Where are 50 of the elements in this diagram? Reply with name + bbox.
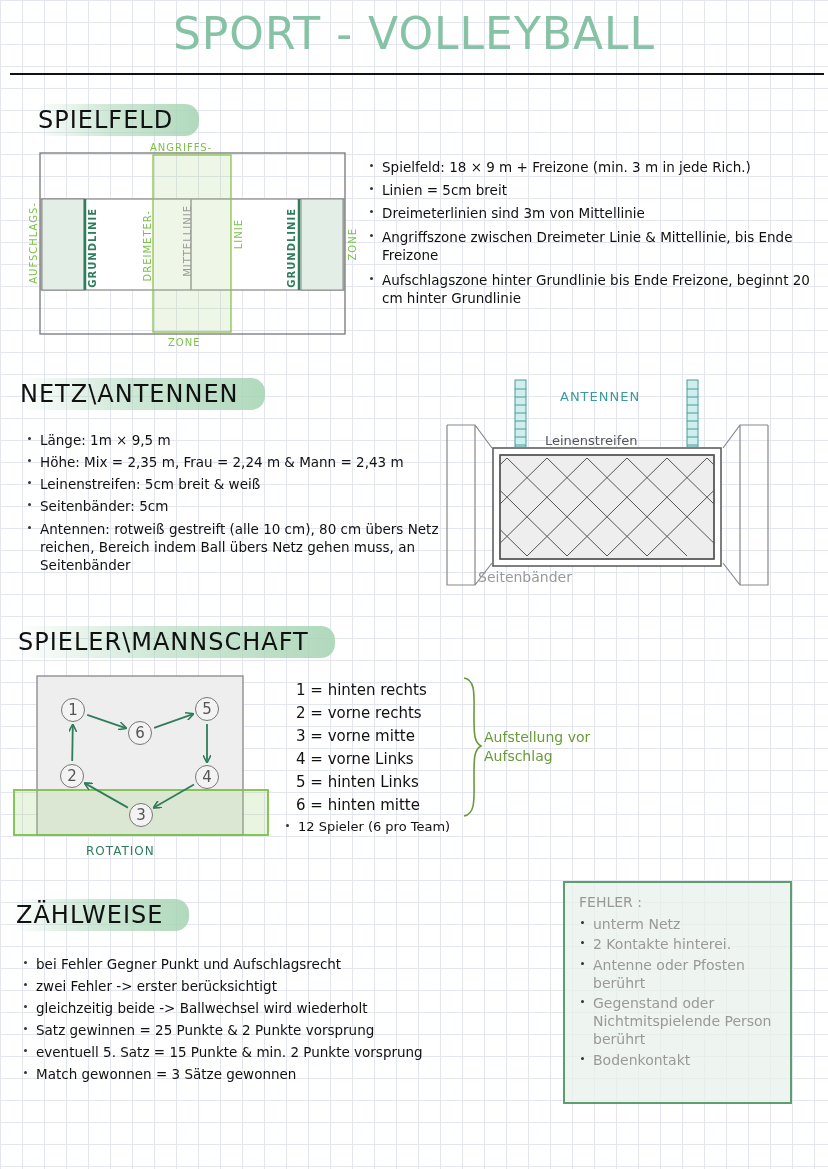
court-label: GRUNDLINIE [86, 208, 99, 288]
court-label: ZONE [346, 228, 359, 261]
diagram-label: Leinenstreifen [545, 432, 638, 450]
court-label: MITTELLINIE [181, 205, 194, 277]
bullet-item: Länge: 1m × 9,5 m [26, 431, 460, 450]
arrow [153, 711, 195, 729]
note-heading: FEHLER : [579, 893, 643, 912]
position-definition: 5 = hinten Links [296, 772, 419, 793]
bullet-item: Match gewonnen = 3 Sätze gewonnen [22, 1065, 556, 1084]
court-label: AUFSCHLAGS- [27, 202, 40, 284]
page-title: SPORT - VOLLEYBALL [171, 7, 657, 61]
bullet-item: Spielfeld: 18 × 9 m + Freizone (min. 3 m in jede Rich.) [368, 158, 822, 177]
bullet-item: Leinenstreifen: 5cm breit & weiß [26, 475, 460, 494]
diagram-caption: ROTATION [86, 843, 155, 860]
bullet-item: zwei Fehler -> erster berücksichtigt [22, 977, 556, 996]
court-label: ANGRIFFS- [150, 141, 213, 155]
diagram-label: ANTENNEN [560, 388, 641, 406]
bullet-item: gleichzeitig beide -> Ballwechsel wird wiederholt [22, 999, 556, 1018]
bullet-item: Dreimeterlinien sind 3m von Mittellinie [368, 204, 822, 223]
bullet-item: Aufschlagszone hinter Grundlinie bis Ende Freizone, beginnt 20 cm hinter Grundlinie [368, 271, 822, 308]
arrow [67, 723, 78, 762]
list-item: Antenne oder Pfosten berührt [579, 955, 780, 992]
court-label: DREIMETER- [141, 210, 154, 282]
arrow [83, 782, 129, 809]
bullet-item: Satz gewinnen = 25 Punkte & 2 Punkte vorsprung [22, 1021, 556, 1040]
position-definition: 2 = vorne rechts [296, 703, 422, 724]
bullet-item: Linien = 5cm breit [368, 181, 822, 200]
court-label: LINIE [232, 219, 245, 250]
bullet-item: 12 Spieler (6 pro Team) [284, 818, 451, 836]
bullet-item: Höhe: Mix = 2,35 m, Frau = 2,24 m & Mann = 2,43 m [26, 453, 460, 472]
bullet-item: Angriffszone zwischen Dreimeter Linie & Mittellinie, bis Ende Freizone [368, 228, 812, 265]
list-item: unterm Netz [579, 915, 780, 934]
diagram-label: Seitenbänder [478, 568, 572, 587]
court-label: ZONE [168, 336, 201, 350]
list-item: Gegenstand oder Nichtmitspielende Person berührt [579, 993, 780, 1049]
arrow [202, 723, 212, 764]
arrow [86, 714, 128, 731]
bullet-item: bei Fehler Gegner Punkt und Aufschlagsrecht [22, 955, 556, 974]
list-item: Bodenkontakt [579, 1050, 780, 1069]
note-box [563, 881, 792, 1104]
court-label: GRUNDLINIE [285, 208, 298, 288]
bullet-item: Seitenbänder: 5cm [26, 497, 460, 516]
list-item: 2 Kontakte hinterei. [579, 935, 780, 954]
bullet-item: Antennen: rotweiß gestreift (alle 10 cm), 80 cm übers Netz reichen, Bereich indem Ball übers Netz gehen muss, an Seitenbänder [26, 520, 460, 575]
brace-label: Aufstellung vor Aufschlag [484, 728, 592, 766]
position-definition: 6 = hinten mitte [296, 795, 420, 816]
position-definition: 4 = vorne Links [296, 749, 414, 770]
position-definition: 3 = vorne mitte [296, 726, 415, 747]
arrow [152, 783, 195, 809]
position-definition: 1 = hinten rechts [296, 680, 427, 701]
